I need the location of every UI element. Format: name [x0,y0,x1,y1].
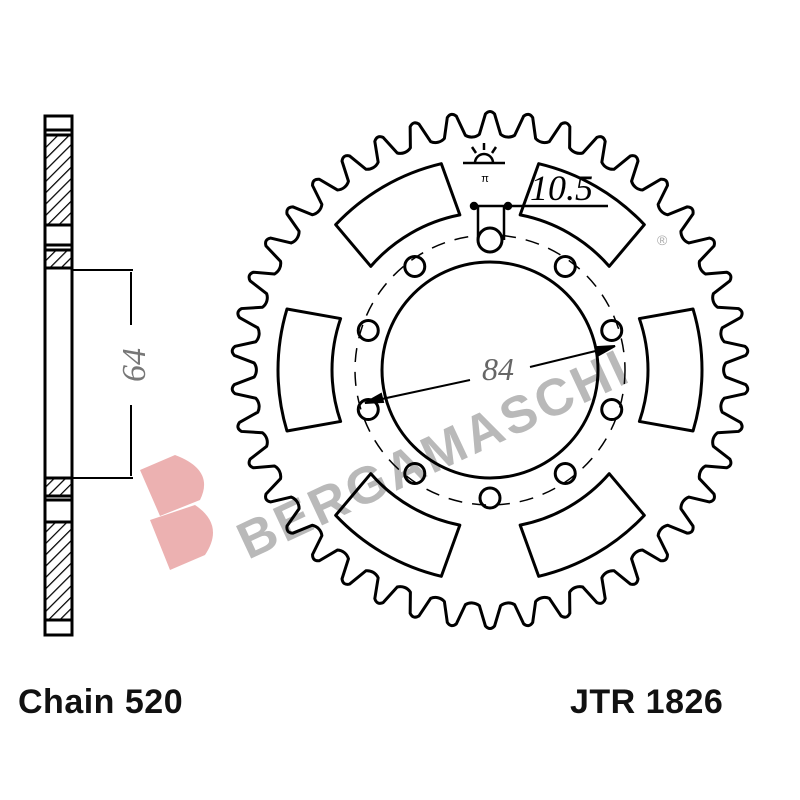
lightening-window [276,307,343,433]
bolt-hole [600,398,624,422]
lightening-window [334,162,462,268]
chain-label: Chain 520 [18,683,184,721]
hole-dimension-lines [463,143,608,240]
bolt-hole [356,318,380,342]
hub-width-dimension: 64 [116,348,153,382]
center-bore [380,260,600,480]
mounting-slot [476,226,504,254]
sprocket-front-view [230,110,750,630]
bore-dimension-arrow [364,345,616,404]
hole-dimension: 10.5 [530,168,593,208]
bolt-hole [553,462,577,486]
lightening-window [518,472,646,578]
part-code: JTR 1826 [570,683,724,721]
bolt-hole [403,462,427,486]
bolt-hole [553,254,577,278]
watermark-text: BERGAMASCHI [229,338,640,571]
side-profile [43,114,133,637]
lightening-window [637,307,704,433]
bore-dimension: 84 [482,351,514,387]
bolt-hole [478,486,502,510]
symbol-mark: π [481,173,489,185]
registered-mark: ® [657,232,668,248]
watermark-logo [140,455,213,570]
bolt-hole [403,254,427,278]
lightening-window [518,162,646,268]
lightening-window [334,472,462,578]
sprocket-outline [230,110,750,630]
bolt-hole [356,398,380,422]
bolt-hole [600,318,624,342]
